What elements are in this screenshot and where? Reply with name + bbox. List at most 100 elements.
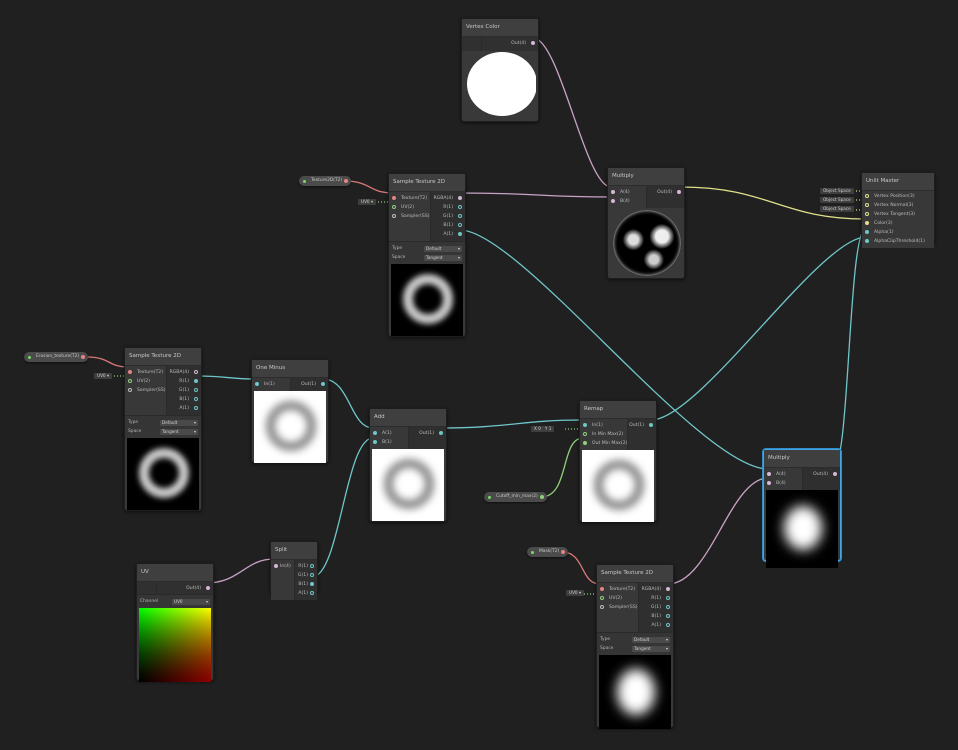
input-port-uv[interactable]: UV(2) bbox=[597, 594, 638, 603]
output-port-r[interactable]: R(1) bbox=[431, 203, 465, 212]
type-dropdown[interactable]: Default bbox=[424, 245, 462, 252]
node-preview bbox=[139, 608, 211, 682]
input-port-vertex-position[interactable]: Vertex Position(3) bbox=[862, 192, 934, 201]
output-port-out[interactable]: Out(4) bbox=[803, 470, 841, 479]
wire-cutoff-to-remap bbox=[540, 437, 584, 498]
space-dropdown[interactable]: Tangent bbox=[424, 254, 462, 261]
unlit-master-node[interactable]: Unlit Master Vertex Position(3) Vertex N… bbox=[861, 172, 935, 248]
uv-default-field[interactable]: UV0 ▾ bbox=[358, 199, 377, 205]
output-port-b[interactable]: B(1) bbox=[295, 580, 318, 589]
output-port-out[interactable]: Out(4) bbox=[157, 584, 213, 593]
output-port-a[interactable]: A(1) bbox=[167, 404, 201, 413]
property-erosion-texture[interactable]: Erosion_texture(T2) bbox=[24, 352, 89, 362]
node-preview bbox=[372, 449, 444, 521]
input-port-sampler[interactable]: Sampler(SS) bbox=[125, 386, 166, 395]
input-port-a[interactable]: A(4) bbox=[608, 188, 646, 197]
space-default-position[interactable]: Object Space bbox=[820, 188, 854, 194]
output-port-a[interactable]: A(1) bbox=[295, 589, 318, 598]
in-min-max-field[interactable]: X 0 Y 1 bbox=[531, 426, 555, 432]
multiply-bottom-node[interactable]: Multiply A(4) B(4) Out(4) bbox=[763, 449, 841, 568]
input-port-texture[interactable]: Texture(T2) bbox=[597, 585, 638, 594]
node-title: Add bbox=[370, 409, 446, 427]
output-port-b[interactable]: B(1) bbox=[431, 221, 465, 230]
output-port-out[interactable]: Out(1) bbox=[409, 429, 447, 438]
multiply-top-node[interactable]: Multiply A(4) B(4) Out(4) bbox=[607, 167, 685, 279]
node-preview bbox=[127, 438, 199, 510]
node-title: Sample Texture 2D bbox=[597, 565, 673, 583]
input-port-in[interactable]: In(4) bbox=[271, 562, 294, 571]
input-port-in-min-max[interactable]: In Min Max(2) bbox=[580, 430, 627, 439]
output-port-a[interactable]: A(1) bbox=[639, 621, 673, 630]
input-port-b[interactable]: B(4) bbox=[608, 197, 646, 206]
sample-texture-2d-bottom-node[interactable]: Sample Texture 2D Texture(T2) UV(2) Samp… bbox=[596, 564, 674, 729]
input-port-b[interactable]: B(1) bbox=[370, 438, 408, 447]
input-port-texture[interactable]: Texture(T2) bbox=[125, 368, 166, 377]
input-port-uv[interactable]: UV(2) bbox=[125, 377, 166, 386]
wire-rgba-to-multiply bbox=[459, 192, 612, 198]
input-port-vertex-tangent[interactable]: Vertex Tangent(3) bbox=[862, 210, 934, 219]
wire-oneminus-to-add bbox=[322, 378, 374, 429]
output-port-rgba[interactable]: RGBA(4) bbox=[431, 194, 465, 203]
sample-texture-2d-left-node[interactable]: Sample Texture 2D Texture(T2) UV(2) Samp… bbox=[124, 347, 202, 511]
input-port-texture[interactable]: Texture(T2) bbox=[389, 194, 430, 203]
remap-node[interactable]: Remap In(1) In Min Max(2) Out Min Max(2)… bbox=[579, 400, 657, 522]
output-port-r[interactable]: R(1) bbox=[639, 594, 673, 603]
node-preview bbox=[254, 391, 326, 463]
output-port-r[interactable]: R(1) bbox=[167, 377, 201, 386]
split-node[interactable]: Split In(4) R(1) G(1) B(1) A(1) bbox=[270, 541, 318, 600]
uv-default-field[interactable]: UV0 ▾ bbox=[94, 373, 113, 379]
output-port-g[interactable]: G(1) bbox=[639, 603, 673, 612]
input-port-color[interactable]: Color(3) bbox=[862, 219, 934, 228]
vertex-color-node[interactable]: Vertex Color Out(4) bbox=[461, 18, 539, 122]
output-port-a[interactable]: A(1) bbox=[431, 230, 465, 239]
input-port-out-min-max[interactable]: Out Min Max(2) bbox=[580, 439, 627, 448]
add-node[interactable]: Add A(1) B(1) Out(1) bbox=[369, 408, 447, 522]
input-port-vertex-normal[interactable]: Vertex Normal(3) bbox=[862, 201, 934, 210]
input-port-in[interactable]: In(1) bbox=[252, 380, 290, 389]
sample-texture-2d-top-node[interactable]: Sample Texture 2D Texture(T2) UV(2) Samp… bbox=[388, 173, 466, 337]
output-port-b[interactable]: B(1) bbox=[639, 612, 673, 621]
output-port-rgba[interactable]: RGBA(4) bbox=[167, 368, 201, 377]
node-title: Sample Texture 2D bbox=[389, 174, 465, 192]
input-port-alpha[interactable]: Alpha(1) bbox=[862, 228, 934, 237]
input-port-sampler[interactable]: Sampler(SS) bbox=[597, 603, 638, 612]
space-dropdown[interactable]: Tangent bbox=[160, 428, 198, 435]
space-default-tangent[interactable]: Object Space bbox=[820, 206, 854, 212]
one-minus-node[interactable]: One Minus In(1) Out(1) bbox=[251, 359, 329, 463]
output-port-g[interactable]: G(1) bbox=[431, 212, 465, 221]
node-preview bbox=[582, 450, 654, 522]
output-port-out[interactable]: Out(4) bbox=[482, 39, 538, 48]
input-port-alpha-clip-threshold[interactable]: AlphaClipThreshold(1) bbox=[862, 237, 934, 246]
wire-multiply-to-alpha bbox=[832, 227, 867, 470]
property-cutoff-min-max[interactable]: Cutoff_min_max(2) bbox=[484, 492, 547, 502]
output-port-rgba[interactable]: RGBA(4) bbox=[639, 585, 673, 594]
node-preview bbox=[766, 490, 838, 568]
output-port-out[interactable]: Out(1) bbox=[291, 380, 329, 389]
input-port-uv[interactable]: UV(2) bbox=[389, 203, 430, 212]
type-dropdown[interactable]: Default bbox=[160, 419, 198, 426]
output-port-out[interactable]: Out(1) bbox=[628, 421, 656, 430]
type-dropdown[interactable]: Default bbox=[632, 636, 670, 643]
space-dropdown[interactable]: Tangent bbox=[632, 645, 670, 652]
uv-default-field[interactable]: UV0 ▾ bbox=[566, 590, 585, 596]
input-port-a[interactable]: A(1) bbox=[370, 429, 408, 438]
channel-dropdown[interactable]: UV0 bbox=[172, 598, 210, 605]
property-mask[interactable]: Mask(T2) bbox=[527, 547, 569, 557]
input-port-sampler[interactable]: Sampler(SS) bbox=[389, 212, 430, 221]
wire-uv-to-split bbox=[205, 558, 275, 584]
output-port-r[interactable]: R(1) bbox=[295, 562, 318, 571]
output-port-g[interactable]: G(1) bbox=[295, 571, 318, 580]
output-port-b[interactable]: B(1) bbox=[167, 395, 201, 404]
input-port-a[interactable]: A(4) bbox=[764, 470, 802, 479]
output-port-out[interactable]: Out(4) bbox=[647, 188, 685, 197]
node-title: UV bbox=[137, 564, 213, 582]
input-port-in[interactable]: In(1) bbox=[580, 421, 627, 430]
input-port-b[interactable]: B(4) bbox=[764, 479, 802, 488]
space-default-normal[interactable]: Object Space bbox=[820, 197, 854, 203]
property-texture2d[interactable]: Texture2D(T2) bbox=[299, 176, 352, 186]
node-title: Multiply bbox=[764, 450, 840, 468]
output-port-g[interactable]: G(1) bbox=[167, 386, 201, 395]
